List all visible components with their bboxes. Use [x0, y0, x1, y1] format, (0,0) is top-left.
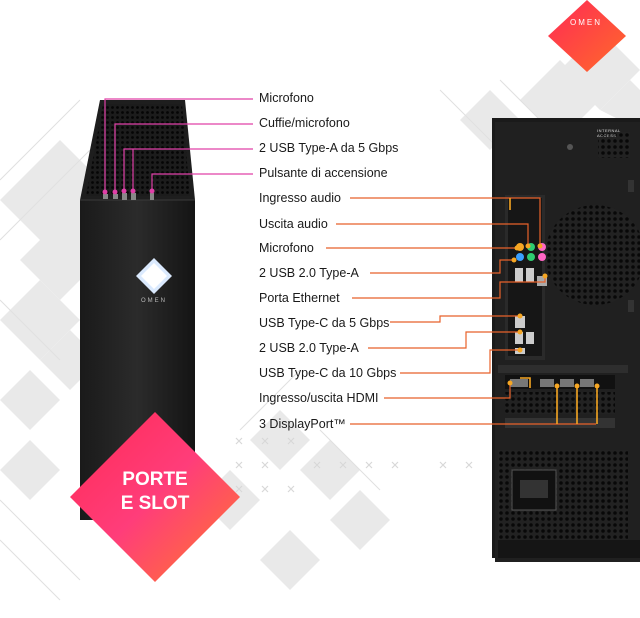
rear-vent-tag: INTERNAL ACCESS — [597, 128, 621, 138]
rear-port-label: Ingresso audio — [259, 191, 342, 205]
rear-port-label: Porta Ethernet — [259, 291, 340, 305]
ports-badge-text: PORTE E SLOT — [105, 468, 205, 516]
rear-port-label: Microfono — [259, 241, 314, 255]
front-leader-lines — [104, 98, 253, 191]
front-port-label: Cuffie/microfono — [259, 116, 350, 130]
rear-port-label: USB Type-C da 5 Gbps — [259, 316, 390, 330]
rear-port-label: Ingresso/uscita HDMI — [259, 391, 379, 405]
badge-line-2: E SLOT — [120, 493, 190, 514]
rear-leader-lines — [326, 197, 596, 425]
rear-port-label: Uscita audio — [259, 217, 328, 231]
brand-logo-text: OMEN — [570, 18, 602, 27]
rear-port-label: 2 USB 2.0 Type-A — [259, 266, 359, 280]
front-leader-dots — [102, 188, 155, 195]
omen-brand-logo — [548, 0, 626, 72]
front-port-label: Pulsante di accensione — [259, 166, 388, 180]
background-crosses — [235, 437, 473, 493]
ports-badge — [70, 412, 240, 582]
rear-port-label: USB Type-C da 10 Gbps — [259, 366, 397, 380]
front-port-label: 2 USB Type-A da 5 Gbps — [259, 141, 399, 155]
front-port-label: Microfono — [259, 91, 314, 105]
tower-rear — [492, 118, 640, 562]
rear-leader-dots — [507, 243, 600, 389]
badge-line-1: PORTE — [122, 469, 188, 490]
rear-port-label: 3 DisplayPort™ — [259, 417, 346, 431]
tower-logo-text: OMEN — [141, 298, 167, 304]
rear-port-label: 2 USB 2.0 Type-A — [259, 341, 359, 355]
rear-hl-brackets — [509, 198, 598, 424]
